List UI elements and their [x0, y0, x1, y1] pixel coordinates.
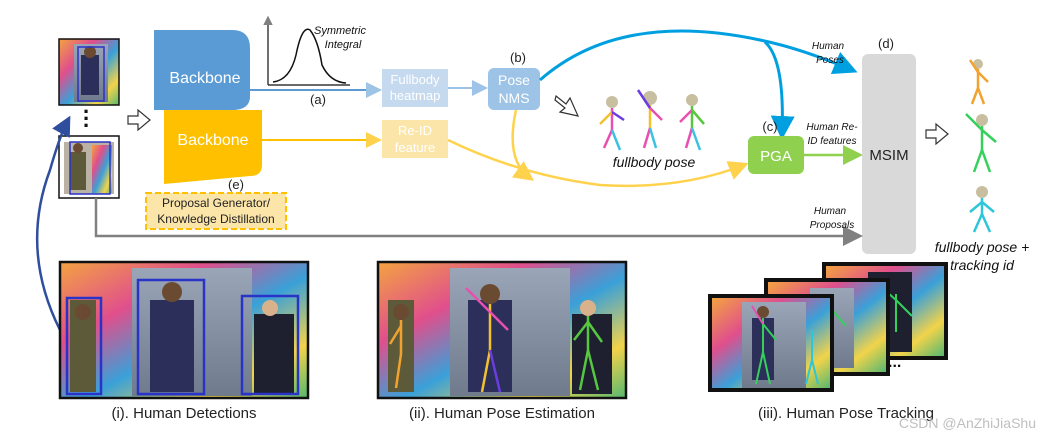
- msim-label: MSIM: [869, 147, 908, 164]
- detections-image: [58, 260, 310, 400]
- symmetric-integral-plot: Symmetric Integral: [263, 15, 366, 86]
- proposal-generator-box: Proposal Generator/ Knowledge Distillati…: [145, 192, 287, 230]
- input-frame-2: [58, 135, 120, 199]
- dots-1: .: [83, 100, 89, 125]
- label-e: (e): [228, 177, 244, 192]
- human-proposals-2: Proposals: [810, 220, 854, 231]
- input-frame-1: [58, 38, 120, 106]
- output-label-2: tracking id: [950, 257, 1015, 273]
- pose-tracking-stack: [708, 262, 948, 392]
- caption-pose-estimation: (ii). Human Pose Estimation: [409, 405, 595, 422]
- dots-3: .: [83, 93, 89, 118]
- pga-box: PGA: [748, 136, 804, 174]
- pga-label: PGA: [760, 148, 792, 165]
- reid-label-2: feature: [395, 140, 435, 155]
- human-reid-2: ID features: [808, 136, 857, 147]
- fullbody-pose-skeletons: [599, 89, 705, 151]
- pose-nms-label-2: NMS: [498, 90, 529, 106]
- caption-detections: (i). Human Detections: [111, 405, 256, 422]
- reid-label-1: Re-ID: [398, 123, 432, 138]
- heatmap-label-1: Fullbody: [390, 72, 440, 87]
- arrow-nms-msim: [539, 29, 858, 82]
- label-d: (d): [878, 36, 894, 51]
- human-proposals-1: Human: [814, 206, 847, 217]
- arrow-detections-input: [35, 115, 71, 331]
- backbone-top-label: Backbone: [169, 70, 240, 87]
- curve-caption-1: Symmetric: [314, 25, 366, 37]
- arrow-nms-down: [511, 109, 535, 181]
- open-arrow-input: [127, 108, 151, 132]
- label-b: (b): [510, 50, 526, 65]
- backbone-top: Backbone: [154, 30, 250, 110]
- pose-nms-box: Pose NMS: [488, 68, 540, 110]
- open-arrow-pose: [554, 94, 580, 117]
- dots-2: .: [83, 107, 89, 132]
- pose-nms-label-1: Pose: [498, 72, 530, 88]
- backbone-bottom: Backbone: [164, 110, 262, 184]
- arrow-proposals-msim: [94, 198, 863, 246]
- output-label-1: fullbody pose +: [935, 239, 1030, 255]
- backbone-bottom-label: Backbone: [177, 132, 248, 149]
- fullbody-pose-label: fullbody pose: [613, 154, 696, 170]
- fullbody-heatmap-box: Fullbody heatmap: [382, 69, 448, 107]
- proposal-label-1: Proposal Generator/: [162, 196, 271, 210]
- open-arrow-output: [925, 122, 949, 146]
- caption-pose-tracking: (iii). Human Pose Tracking: [758, 405, 934, 422]
- arrow-nms-pga: [763, 40, 795, 140]
- human-reid-1: Human Re-: [806, 122, 858, 133]
- human-poses-1: Human: [812, 41, 845, 52]
- label-a: (a): [310, 92, 326, 107]
- watermark-text: CSDN @AnZhiJiaShu: [899, 415, 1036, 431]
- arrow-reid-pga: [447, 138, 749, 188]
- proposal-label-2: Knowledge Distillation: [157, 212, 274, 226]
- output-skeletons: [965, 59, 997, 233]
- human-poses-2: Poses: [816, 55, 844, 66]
- pose-estimation-image: [376, 260, 628, 400]
- label-c: (c): [762, 119, 777, 134]
- curve-caption-2: Integral: [325, 39, 362, 51]
- tracking-ellipsis: ...: [888, 354, 901, 371]
- heatmap-label-2: heatmap: [390, 88, 441, 103]
- msim-box: MSIM: [862, 54, 916, 254]
- reid-feature-box: Re-ID feature: [382, 120, 448, 158]
